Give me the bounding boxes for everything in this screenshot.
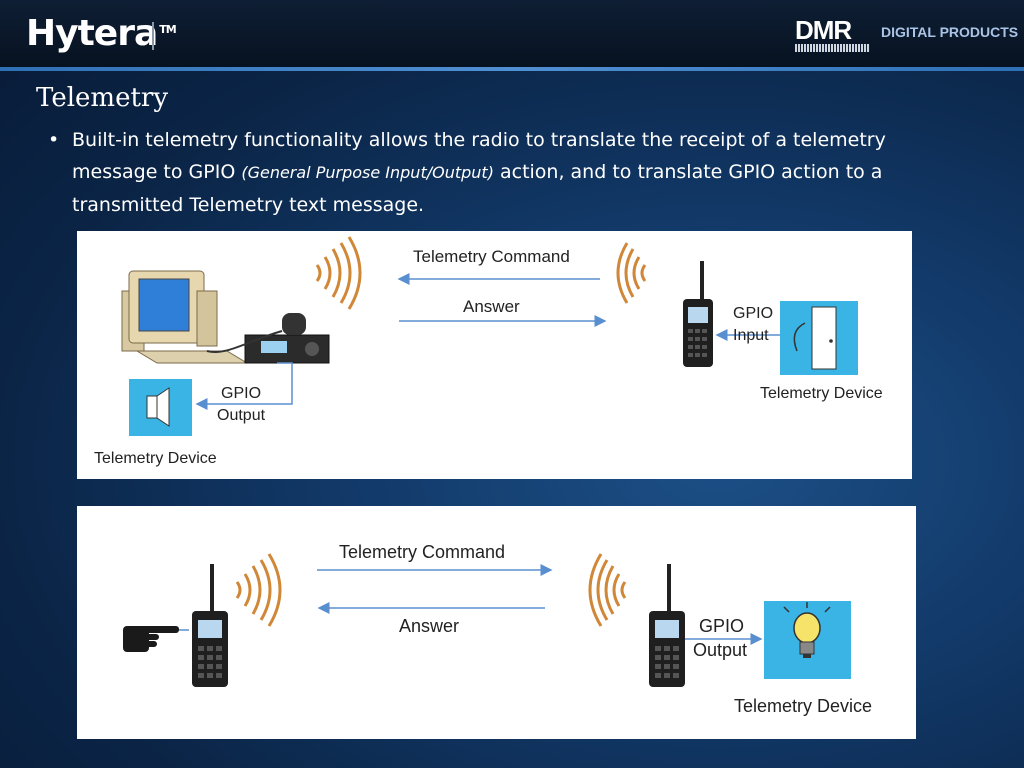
gpio-input-label: GPIO — [733, 305, 774, 322]
gpio-input-label-2: Input — [733, 327, 769, 344]
telemetry-command-label: Telemetry Command — [339, 542, 506, 562]
header-divider — [0, 67, 1024, 71]
computer-icon — [121, 270, 249, 364]
gpio-output-label: GPIO — [221, 385, 262, 402]
telemetry-device-label-left: Telemetry Device — [94, 450, 217, 467]
logo-divider — [152, 22, 154, 50]
gpio-output-label-2: Output — [217, 407, 266, 424]
signal-waves-icon — [315, 236, 362, 310]
base-station-radio-icon — [206, 313, 330, 364]
telemetry-device-label-right: Telemetry Device — [760, 385, 883, 402]
bullet-dot: • — [48, 129, 60, 151]
pointing-hand-icon — [123, 626, 179, 652]
answer-label: Answer — [399, 616, 460, 636]
light-bulb-icon — [764, 601, 851, 679]
gpio-output-label-2: Output — [693, 640, 748, 660]
diagram-gpio-input: Telemetry Command Answer GPIO Input GPIO… — [77, 231, 912, 479]
diagram-gpio-output: Telemetry Command Answer GPIO Output Tel… — [77, 506, 916, 739]
gpio-output-label: GPIO — [699, 616, 745, 636]
signal-waves-icon — [616, 242, 647, 304]
telemetry-command-label: Telemetry Command — [413, 247, 570, 266]
speaker-icon — [129, 379, 192, 436]
door-sensor-icon — [780, 301, 858, 375]
answer-label: Answer — [463, 297, 520, 316]
telemetry-device-label: Telemetry Device — [734, 696, 873, 716]
signal-waves-icon — [235, 553, 282, 627]
slide-title: Telemetry — [36, 83, 169, 113]
handheld-radio-icon — [649, 564, 685, 687]
handheld-radio-icon — [683, 261, 713, 367]
handheld-radio-icon — [192, 564, 228, 687]
signal-waves-icon — [588, 553, 627, 627]
